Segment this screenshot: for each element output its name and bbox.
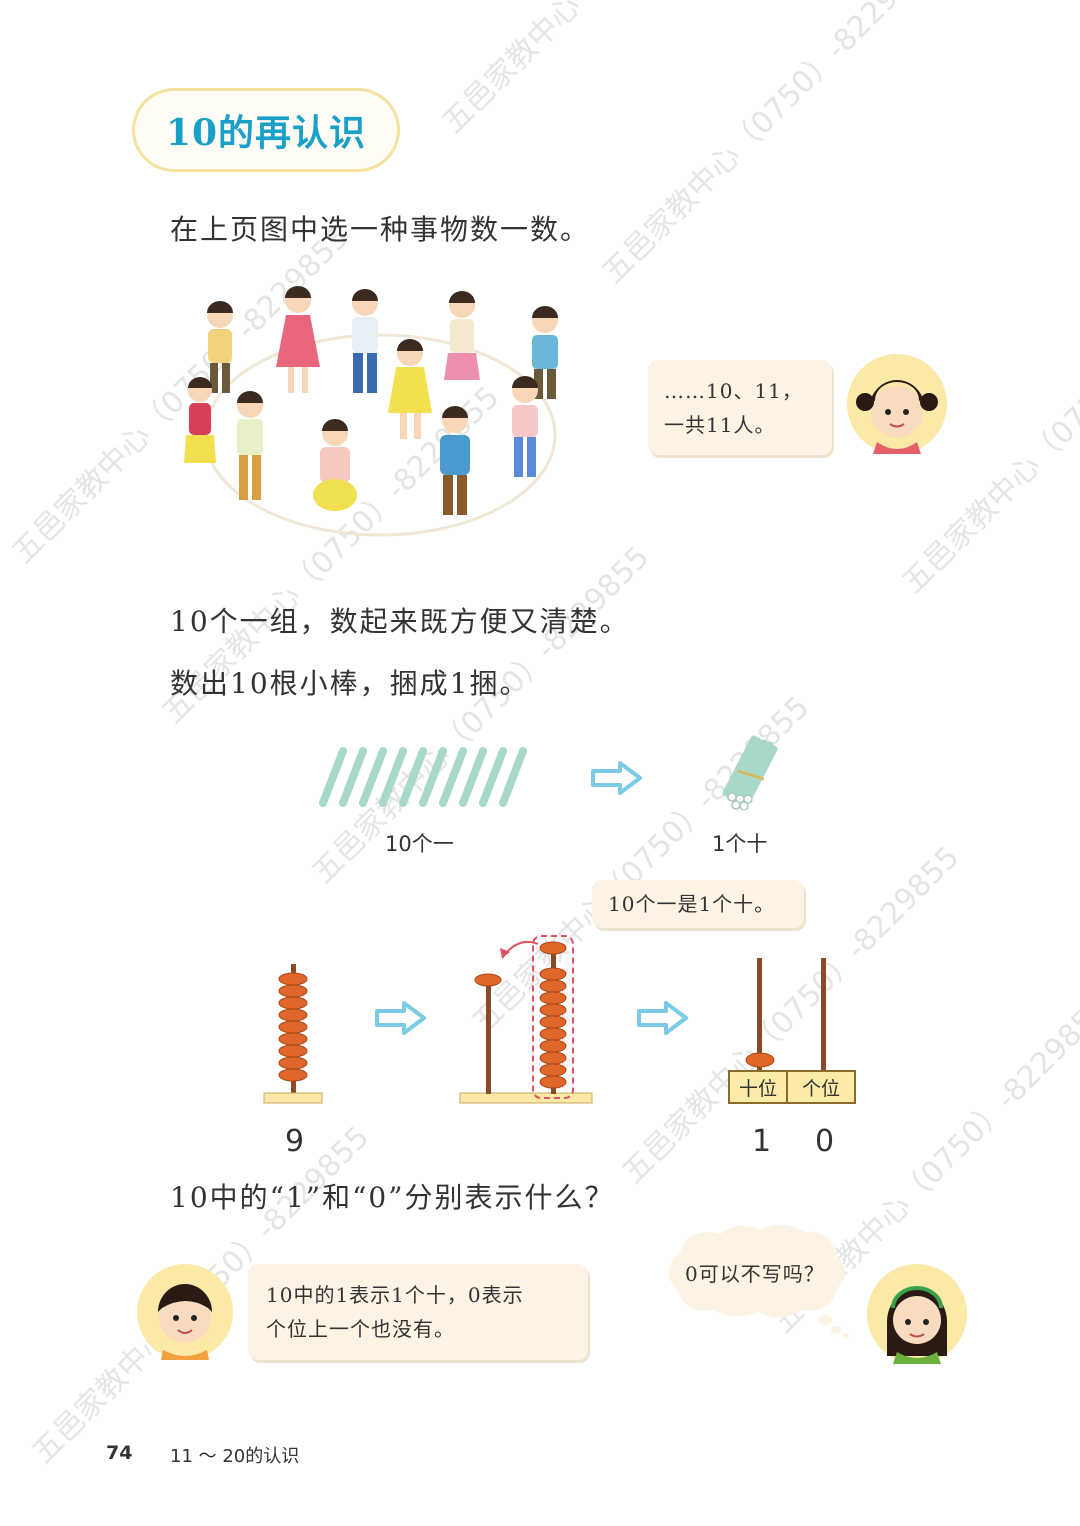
boy-avatar bbox=[137, 1264, 233, 1360]
place-tens-label: 十位 bbox=[728, 1070, 788, 1104]
boy-speech-bubble: 10中的1表示1个十，0表示 个位上一个也没有。 bbox=[248, 1264, 588, 1360]
boy-speech-line: 10中的1表示1个十，0表示 bbox=[266, 1283, 524, 1307]
child-figure bbox=[444, 291, 480, 380]
chapter-title: 11 ～ 20的认识 bbox=[170, 1446, 300, 1467]
child-figure bbox=[313, 419, 357, 511]
instruction-bundle: 数出10根小棒，捆成1捆。 bbox=[170, 667, 530, 700]
child-figure bbox=[276, 286, 320, 393]
place-value-box: 十位 个位 bbox=[728, 1070, 856, 1104]
children-circle-illustration bbox=[184, 286, 558, 537]
right-arrow-icon bbox=[637, 1001, 688, 1035]
girl-speech-bubble: ……10、11， 一共11人。 bbox=[648, 360, 832, 455]
watermark: 五邑家教中心（0750）-8229855 bbox=[430, 0, 787, 141]
instruction-group-ten: 10个一组，数起来既方便又清楚。 bbox=[170, 605, 630, 638]
child-figure bbox=[352, 289, 378, 393]
boy-speech-line: 个位上一个也没有。 bbox=[266, 1317, 455, 1341]
abacus-note-text: 10个一是1个十。 bbox=[608, 892, 776, 916]
girl2-avatar bbox=[867, 1264, 967, 1364]
right-arrow-icon bbox=[375, 1001, 426, 1035]
abacus-nine-beads bbox=[263, 964, 323, 1104]
place-ones-label: 个位 bbox=[788, 1070, 856, 1104]
number-nine: 9 bbox=[285, 1124, 305, 1159]
abacus-carry bbox=[459, 935, 593, 1104]
child-figure bbox=[207, 301, 233, 393]
page-number: 74 bbox=[106, 1442, 133, 1464]
watermark: 五邑家教中心（0750）-8229855 bbox=[305, 539, 657, 891]
ones-digit: 0 bbox=[815, 1124, 835, 1159]
girl-speech-line: 一共11人。 bbox=[664, 413, 776, 437]
watermark: 五邑家教中心（0750）-8229855 bbox=[595, 0, 947, 291]
child-figure bbox=[440, 406, 470, 515]
question-meaning: 10中的“1”和“0”分别表示什么？ bbox=[170, 1181, 615, 1214]
tens-digit: 1 bbox=[752, 1124, 772, 1159]
abacus-note-bubble: 10个一是1个十。 bbox=[592, 880, 804, 928]
girl-speech-line: ……10、11， bbox=[664, 379, 803, 403]
lesson-title: 10的再认识 bbox=[165, 112, 367, 154]
label-one-ten: 1个十 bbox=[712, 832, 768, 856]
ten-sticks bbox=[319, 747, 527, 807]
child-figure bbox=[512, 376, 538, 477]
right-arrow-icon bbox=[591, 761, 642, 795]
girl-avatar bbox=[847, 354, 947, 454]
abacus-ten bbox=[745, 958, 826, 1070]
girl2-thought-text: 0可以不写吗？ bbox=[685, 1262, 825, 1286]
stick-bundle bbox=[722, 735, 778, 810]
instruction-count: 在上页图中选一种事物数一数。 bbox=[170, 213, 591, 246]
child-figure bbox=[388, 339, 432, 439]
lesson-title-pill: 10的再认识 bbox=[132, 88, 400, 172]
child-figure bbox=[237, 391, 263, 500]
child-figure bbox=[184, 377, 216, 463]
label-ten-ones: 10个一 bbox=[385, 832, 454, 856]
thought-bubble-shape bbox=[668, 1224, 849, 1339]
child-figure bbox=[532, 306, 558, 399]
